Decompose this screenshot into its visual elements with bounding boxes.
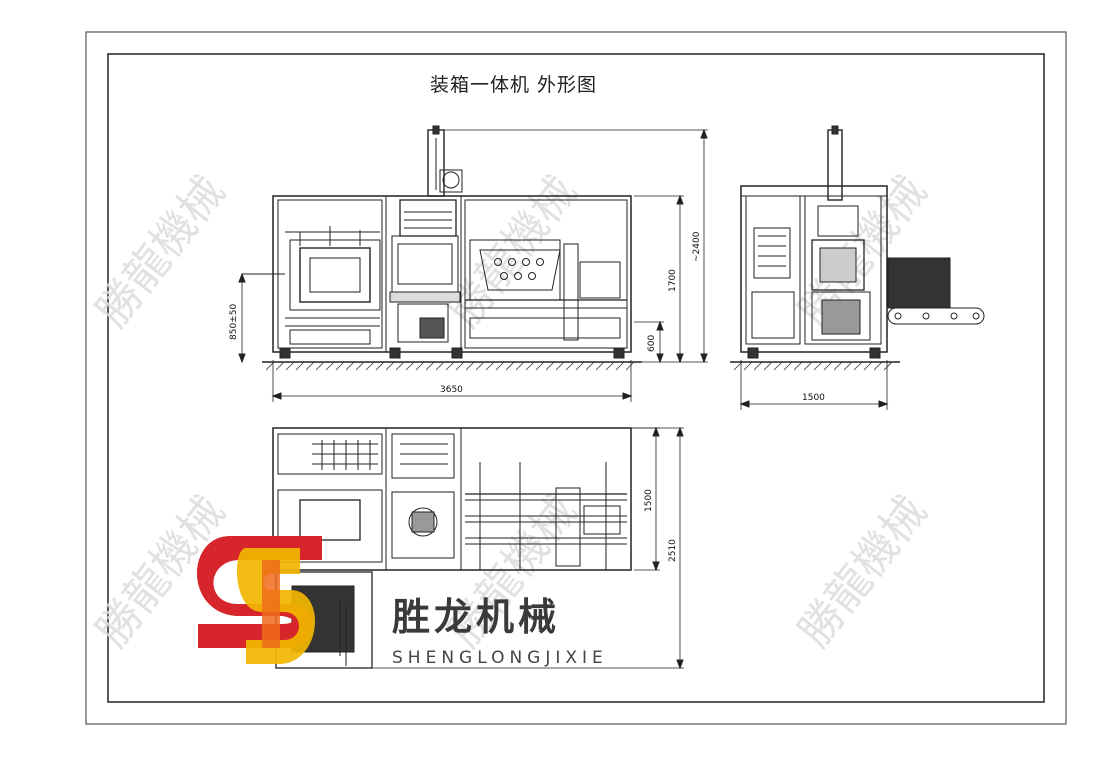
watermark-6: 勝龍機械 [788, 487, 937, 657]
outer-border [85, 31, 1067, 725]
dim-top-depth: 2510 [668, 539, 678, 562]
side-view [730, 125, 985, 410]
brand-logo-icon [196, 536, 322, 664]
dim-top-section: 1500 [644, 489, 654, 512]
dim-table-height: 600 [647, 335, 657, 352]
inner-border [107, 53, 1045, 703]
ground-hatch-front [265, 361, 635, 371]
brand-name-en: SHENGLONGJIXIE [392, 648, 608, 668]
top-view [272, 426, 684, 670]
dim-front-width: 3650 [440, 385, 463, 395]
dim-frame-height: 1700 [668, 269, 678, 292]
dim-side-width: 1500 [802, 393, 825, 403]
front-view [238, 125, 708, 402]
watermark-3: 勝龍機械 [788, 167, 937, 337]
ground-hatch-side [733, 361, 893, 371]
dim-total-height: ~2400 [692, 231, 702, 262]
watermark-1: 勝龍機械 [86, 167, 235, 337]
dim-work-height: 850±50 [229, 304, 239, 340]
brand-name-cn: 胜龙机械 [392, 595, 561, 639]
drawing-title: 装箱一体机 外形图 [430, 74, 598, 96]
